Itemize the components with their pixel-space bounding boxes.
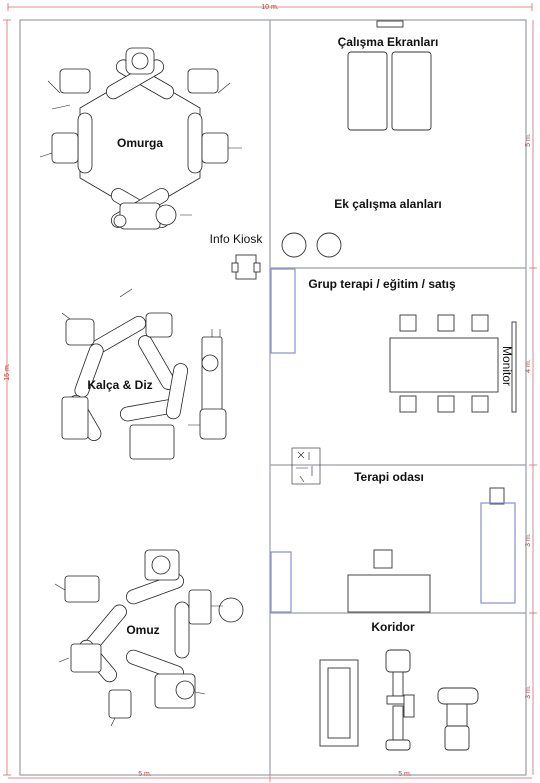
zone-label-hip-knee: Kalça & Diz — [87, 378, 152, 392]
round-stool — [316, 232, 342, 258]
meeting-table — [389, 337, 499, 393]
kiosk-stand — [235, 254, 257, 280]
side-cabinet — [270, 551, 292, 613]
dim-right-top-label: 5 m. — [525, 133, 532, 147]
door-swing-symbol — [291, 447, 321, 485]
zone-label-group-therapy: Grup terapi / eğitim / satış — [308, 277, 456, 291]
dim-top-label: 10 m. — [261, 4, 279, 11]
zone-label-shoulder: Omuz — [126, 623, 159, 637]
dim-right-lower-label: 3 m. — [525, 533, 532, 547]
wall-screen — [376, 20, 404, 28]
round-stool — [281, 232, 307, 258]
zone-label-corridor: Koridor — [371, 620, 415, 634]
work-desk-left — [347, 51, 388, 131]
work-desk-right — [391, 51, 432, 131]
dim-right-bottom-label: 3 m. — [525, 685, 532, 699]
spine-equipment-cluster: Omurga — [39, 47, 242, 230]
shoulder-equipment-cluster: Omuz — [54, 549, 244, 727]
therapy-bed-head — [489, 487, 505, 505]
machine-units — [39, 47, 242, 230]
zone-label-info-kiosk: Info Kiosk — [210, 232, 264, 246]
info-kiosk: Info Kiosk — [210, 232, 342, 280]
machine-units — [54, 549, 244, 727]
monitor-panel — [511, 321, 517, 413]
zone-label-spine: Omurga — [117, 136, 163, 150]
chair — [373, 549, 393, 569]
treadmill — [319, 659, 359, 747]
chair — [399, 395, 417, 413]
chair — [471, 395, 489, 413]
dim-left-label: 15 m. — [4, 363, 11, 381]
dimension-lines: 10 m. 15 m. 5 m. 5 m. 5 m. 4 m. 3 m. 3 m… — [3, 3, 537, 782]
chair — [399, 314, 417, 332]
walls — [19, 19, 527, 776]
corridor: Koridor — [319, 620, 479, 751]
chair — [437, 395, 455, 413]
zone-label-monitor: Monitor — [500, 346, 514, 386]
zone-label-therapy-room: Terapi odası — [354, 470, 424, 484]
chair — [471, 314, 489, 332]
stepper-machine — [437, 687, 479, 751]
therapy-room: Terapi odası — [270, 447, 516, 613]
therapy-bed — [480, 502, 516, 604]
hip-knee-equipment-cluster: Kalça & Diz — [61, 288, 227, 460]
zone-label-work-screens: Çalışma Ekranları — [338, 35, 439, 49]
group-therapy-room: Grup terapi / eğitim / satış Monitor — [270, 268, 517, 413]
counter — [270, 268, 296, 354]
exercise-bike — [385, 649, 415, 751]
kiosk-arm — [231, 262, 239, 273]
chair — [437, 314, 455, 332]
zone-label-extra-work: Ek çalışma alanları — [334, 197, 441, 211]
machine-units — [61, 288, 227, 460]
kiosk-arm — [253, 262, 261, 273]
work-screens-area: Çalışma Ekranları Ek çalışma alanları — [334, 20, 442, 211]
desk — [347, 574, 431, 613]
dim-right-mid-label: 4 m. — [525, 359, 532, 373]
